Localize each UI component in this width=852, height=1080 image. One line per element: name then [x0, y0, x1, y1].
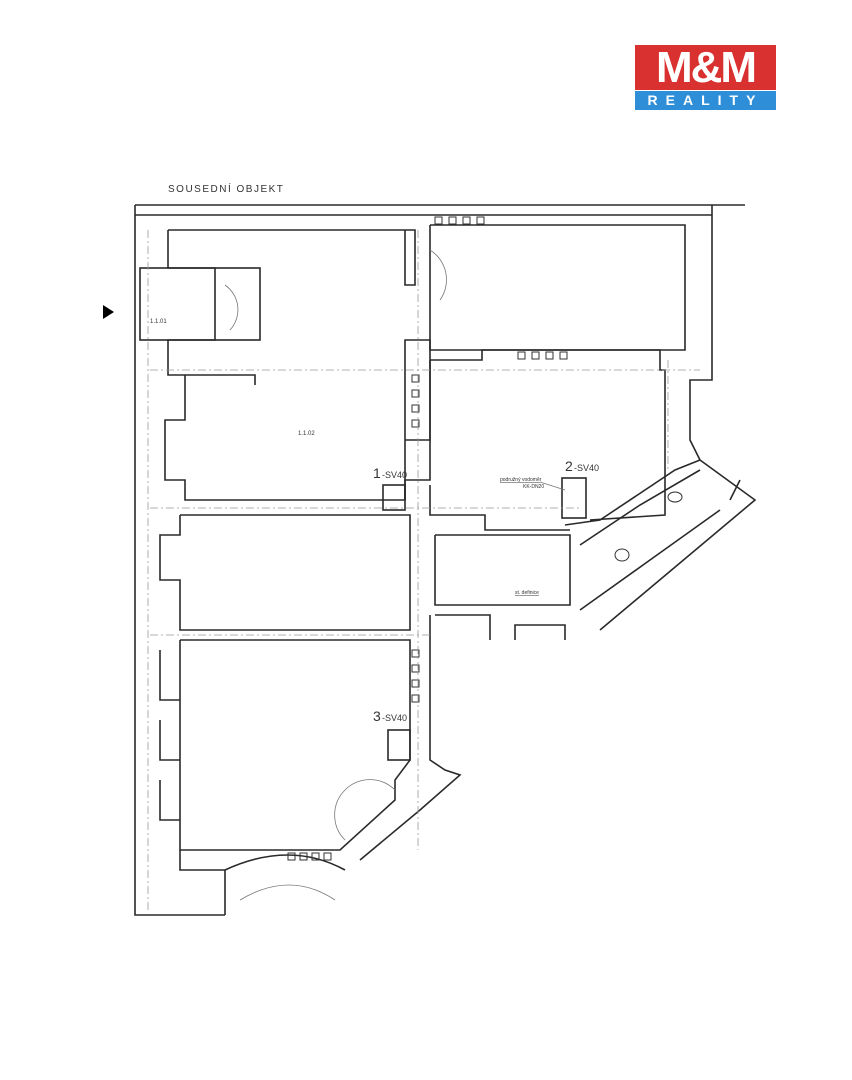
company-logo: M&M REALITY: [635, 45, 776, 110]
outer-walls: [134, 204, 757, 916]
arrow-right-icon: [103, 305, 114, 319]
riser-1-label: 1 -SV40: [373, 465, 407, 481]
riser-2-label: 2 -SV40: [565, 458, 599, 474]
logo-mark: M&M: [635, 45, 776, 91]
logo-wordmark: REALITY: [635, 91, 776, 110]
svg-text:2: 2: [565, 458, 573, 474]
svg-text:1: 1: [373, 465, 381, 481]
riser-3-label: 3 -SV40: [373, 708, 407, 724]
water-meter-spec: KK-DN20: [523, 484, 544, 490]
room-label-1-1-01: 1.1.01: [150, 319, 167, 325]
svg-text:3: 3: [373, 708, 381, 724]
toilet-icon: [614, 491, 683, 562]
svg-text:-SV40: -SV40: [382, 713, 407, 723]
vent-blocks: [287, 216, 568, 861]
svg-text:-SV40: -SV40: [574, 463, 599, 473]
neighbor-building-label: SOUSEDNÍ OBJEKT: [168, 182, 284, 195]
svg-text:-SV40: -SV40: [382, 470, 407, 480]
room-label-1-1-02: 1.1.02: [298, 431, 315, 437]
room-walls: [139, 224, 721, 915]
partition-note: st. definice: [515, 590, 539, 596]
water-meter-note: podružný vodoměr: [500, 477, 542, 483]
axis-lines: [147, 230, 700, 910]
